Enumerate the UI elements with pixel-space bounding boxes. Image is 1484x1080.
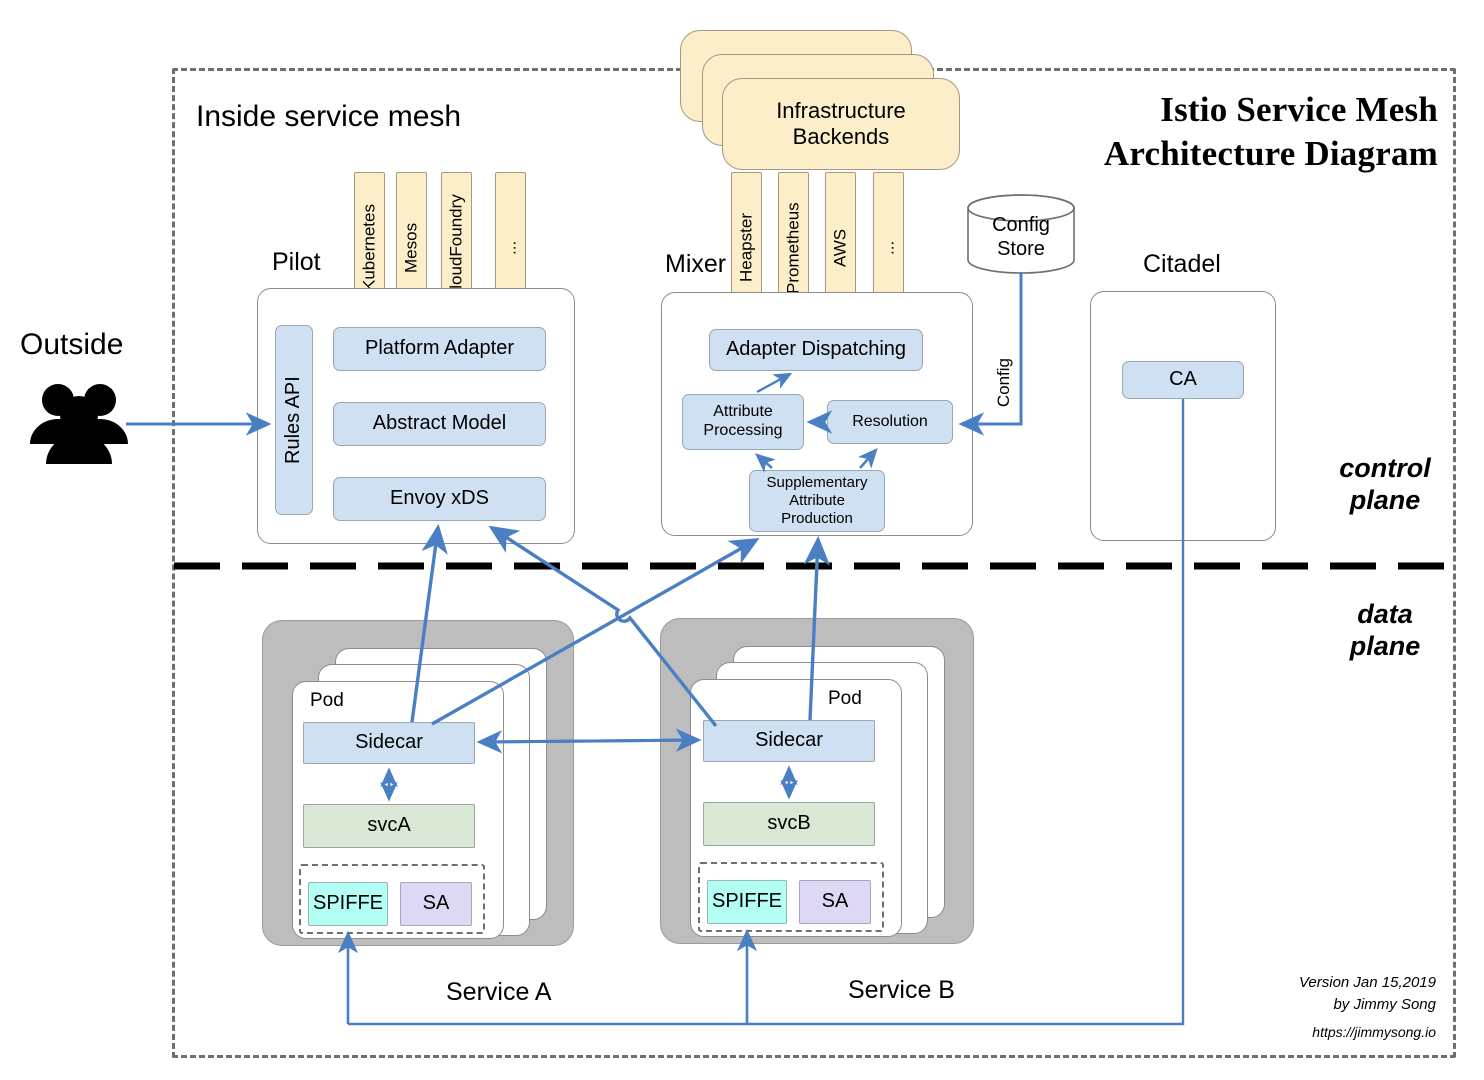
page-title-line2: Architecture Diagram: [1103, 133, 1438, 173]
pilot-abstract-model[interactable]: Abstract Model: [333, 402, 546, 446]
service-b-sa[interactable]: SA: [799, 880, 871, 924]
config-edge-label: Config: [994, 358, 1013, 408]
mixer-supplementary-attribute-production[interactable]: Supplementary Attribute Production: [749, 470, 885, 532]
service-b-sidecar[interactable]: Sidecar: [703, 720, 875, 762]
service-a-svc[interactable]: svcA: [303, 804, 475, 848]
pilot-platform-adapter[interactable]: Platform Adapter: [333, 327, 546, 371]
mixer-section-label: Mixer: [665, 250, 727, 278]
service-b-svc[interactable]: svcB: [703, 802, 875, 846]
mixer-attribute-processing[interactable]: Attribute Processing: [682, 394, 804, 450]
mixer-adapter-dispatching[interactable]: Adapter Dispatching: [709, 329, 923, 371]
citadel-ca[interactable]: CA: [1122, 361, 1244, 399]
data-plane-label: data plane: [1349, 599, 1421, 662]
footer-site: https://jimmysong.io: [1312, 1024, 1436, 1040]
service-b-pod-label: Pod: [828, 688, 862, 709]
mixer-resolution[interactable]: Resolution: [827, 400, 953, 444]
pilot-rules-api[interactable]: Rules API: [275, 325, 313, 515]
users-group-icon: [30, 384, 128, 464]
infrastructure-backends-box: Infrastructure Backends: [722, 78, 960, 170]
citadel-section-label: Citadel: [1143, 250, 1221, 278]
service-a-name: Service A: [446, 978, 552, 1006]
mesh-boundary-label: Inside service mesh: [196, 100, 462, 133]
outside-label: Outside: [20, 328, 124, 361]
citadel-container: [1090, 291, 1276, 541]
footer-author: by Jimmy Song: [1333, 995, 1436, 1013]
config-store-label: Config Store: [992, 214, 1050, 260]
service-a-sidecar[interactable]: Sidecar: [303, 722, 475, 764]
page-title: Istio Service Mesh Architecture Diagram: [818, 88, 1438, 176]
pilot-envoy-xds[interactable]: Envoy xDS: [333, 477, 546, 521]
footer-version: Version Jan 15,2019: [1298, 974, 1436, 991]
pilot-section-label: Pilot: [272, 248, 321, 276]
service-b-name: Service B: [848, 976, 955, 1004]
service-a-spiffe[interactable]: SPIFFE: [308, 882, 388, 926]
service-a-sa[interactable]: SA: [400, 882, 472, 926]
page-title-line1: Istio Service Mesh: [1160, 90, 1438, 129]
service-a-pod-label: Pod: [310, 690, 344, 711]
footer-version-block: Version Jan 15,2019 by Jimmy Song: [1156, 972, 1436, 1016]
service-b-spiffe[interactable]: SPIFFE: [707, 880, 787, 924]
control-plane-label: control plane: [1339, 453, 1431, 516]
